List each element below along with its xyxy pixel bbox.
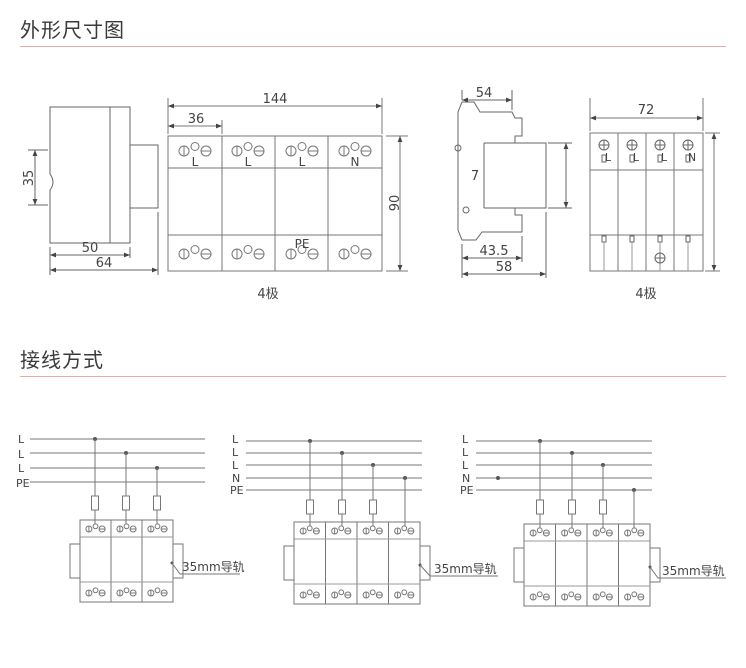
w2-line-label-5: PE (230, 484, 244, 497)
module-view (589, 98, 720, 272)
dim-35-label: 35 (22, 170, 37, 187)
w2-line-label-3: L (232, 459, 239, 472)
front-pole-label-3: L (299, 155, 306, 169)
terminal-screw (369, 589, 376, 596)
module-pole-label-1: L (605, 151, 612, 164)
rail-leader (649, 566, 726, 579)
terminal-screw (306, 589, 313, 596)
module-pole-label-2: L (633, 151, 640, 164)
w3-line-label-5: PE (460, 484, 474, 497)
module-pole-label-4: N (688, 151, 696, 164)
dim-144-label: 144 (263, 92, 288, 107)
terminal-tab (657, 235, 663, 243)
dim-72-label: 72 (638, 103, 655, 118)
front-pole-label-4: N (351, 155, 360, 169)
front-pole-label-1: L (192, 155, 199, 169)
terminal-screw (190, 245, 200, 254)
w3-rail-label: 35mm导轨 (662, 564, 725, 578)
dim-36-label: 36 (188, 112, 205, 127)
rail-leader (419, 564, 498, 577)
fuse (122, 495, 130, 511)
fuse (536, 499, 544, 515)
terminal-screw (536, 591, 543, 598)
terminal-tab (685, 235, 691, 243)
front-view (167, 98, 408, 272)
junction-dot (496, 476, 500, 480)
fuse (91, 495, 99, 511)
w1-rail-label: 35mm导轨 (182, 560, 245, 574)
terminal-screw (350, 245, 360, 254)
terminal-tab (601, 235, 607, 243)
w1-line-label-1: L (18, 433, 25, 446)
terminal-tab (601, 154, 607, 163)
terminal-screw (401, 525, 408, 532)
w2-line-label-4: N (232, 472, 240, 485)
terminal-screw (338, 525, 345, 532)
front-pe-label: PE (295, 237, 310, 251)
dim-54-label: 54 (476, 86, 493, 101)
front-terminals (178, 142, 372, 260)
terminal-screw (243, 142, 253, 151)
terminal-screw (401, 589, 408, 596)
fuse (306, 499, 314, 515)
terminal-screw (568, 527, 575, 534)
rail-leader (171, 562, 240, 575)
fuse (153, 495, 161, 511)
dim-43-5-label: 43.5 (480, 244, 509, 259)
terminal-tab (685, 154, 691, 163)
w3-line-label-4: N (462, 472, 470, 485)
w2-rail-label: 35mm导轨 (434, 562, 497, 576)
w2-line-label-1: L (232, 433, 239, 446)
dim-50-label: 50 (82, 241, 99, 256)
terminal-screw (190, 142, 200, 151)
terminal-screw (297, 245, 307, 254)
module-pole-label-3: L (661, 151, 668, 164)
dimensions-section-title: 外形尺寸图 (20, 18, 125, 42)
dim-58-label: 58 (496, 260, 513, 275)
front-pole-label-2: L (245, 155, 252, 169)
front-caption: 4极 (257, 287, 278, 302)
terminal-screw (338, 589, 345, 596)
fuse (568, 499, 576, 515)
w2-line-label-2: L (232, 446, 239, 459)
w1-line-label-3: L (18, 462, 25, 475)
terminal-screw (631, 591, 638, 598)
wiring-diagram-4pole-n (476, 439, 726, 607)
terminal-tab (657, 154, 663, 163)
dim-7-label: 7 (471, 169, 479, 184)
w1-line-label-4: PE (16, 477, 30, 490)
w1-line-label-2: L (18, 448, 25, 461)
terminal-tab (629, 154, 635, 163)
terminal-screw (599, 591, 606, 598)
terminal-tab (629, 235, 635, 243)
terminal-screw (297, 142, 307, 151)
dim-90-label: 90 (388, 195, 403, 212)
module-caption: 4极 (635, 287, 656, 302)
w3-line-label-1: L (462, 433, 469, 446)
dimensions-title-divider (20, 46, 726, 47)
terminal-screw (350, 142, 360, 151)
module-terminals (598, 139, 694, 271)
spd-device (79, 519, 174, 603)
dim-64-label: 64 (96, 256, 113, 271)
wiring-diagram-4pole (246, 439, 498, 605)
wiring-section-title: 接线方式 (20, 348, 104, 372)
w3-line-label-2: L (462, 446, 469, 459)
terminal-screw (243, 245, 253, 254)
wiring-title-divider (20, 376, 726, 377)
w3-line-label-3: L (462, 459, 469, 472)
fuse (599, 499, 607, 515)
fuse (369, 499, 377, 515)
terminal-screw (568, 591, 575, 598)
terminal-screw (154, 587, 161, 594)
wiring-diagram-3pole (30, 437, 240, 603)
side-view-left (28, 106, 159, 275)
terminal-screw (123, 587, 130, 594)
side-view-right (454, 90, 572, 278)
fuse (338, 499, 346, 515)
terminal-screw (92, 587, 99, 594)
